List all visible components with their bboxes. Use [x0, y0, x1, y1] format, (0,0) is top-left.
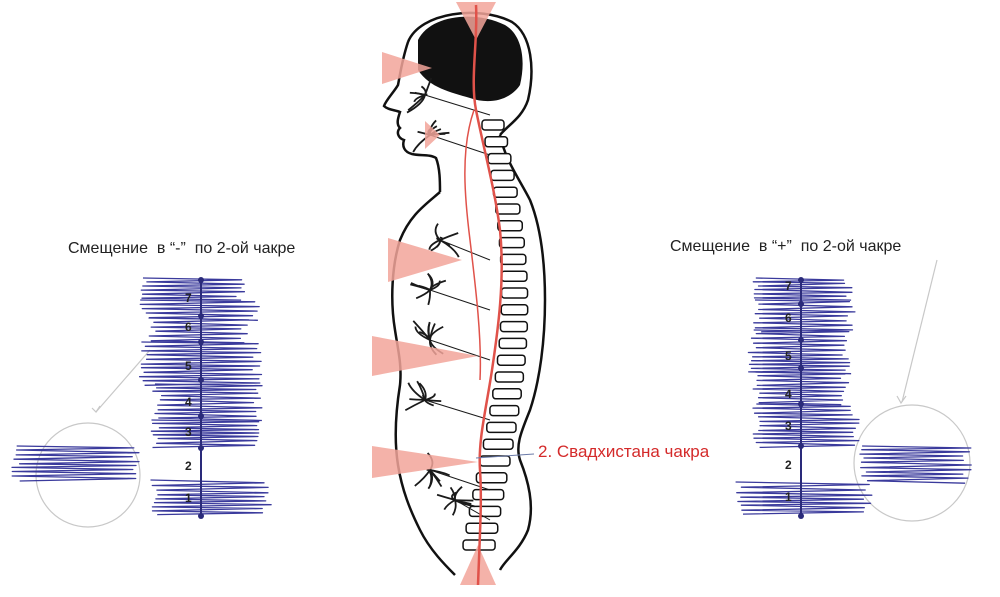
chakra-number: 5	[785, 349, 792, 363]
chakra-number: 3	[785, 419, 792, 433]
chakra-dot	[198, 413, 204, 419]
vertebra	[483, 439, 513, 449]
vertebra	[502, 288, 528, 298]
vertebra	[485, 137, 507, 147]
vertebrae-group	[463, 120, 528, 550]
chakra-number: 1	[785, 490, 792, 504]
scribble-band	[736, 482, 872, 514]
magnifier-pointer	[96, 350, 150, 412]
vertebra	[482, 120, 504, 130]
chakra-number: 2	[785, 458, 792, 472]
chakra-dot	[198, 513, 204, 519]
vertebra	[498, 221, 522, 231]
nerve-link	[425, 400, 490, 420]
vertebra	[501, 305, 527, 315]
vertebra	[494, 187, 518, 197]
vertebra	[501, 271, 527, 281]
scribble-band	[141, 278, 244, 300]
nerve-link	[430, 290, 490, 310]
chakra-number: 7	[785, 279, 792, 293]
vertebra	[488, 154, 511, 164]
vertebra	[490, 406, 519, 416]
vertebra	[473, 490, 504, 500]
chakra-dot	[798, 301, 804, 307]
nerve-branch	[453, 500, 456, 515]
chakra-dot	[198, 313, 204, 319]
chakra-number: 4	[785, 387, 792, 401]
vertebra	[498, 355, 526, 365]
chakra-dot	[798, 337, 804, 343]
chakra-dot	[798, 401, 804, 407]
magnifier-pointer	[902, 260, 937, 402]
scribble-band	[12, 446, 139, 481]
scribble-band	[860, 446, 971, 483]
brain-shape	[418, 17, 523, 102]
human-figure	[372, 2, 545, 585]
chakra-number: 6	[185, 320, 192, 334]
nerve-branch	[444, 500, 455, 510]
chakra-number: 4	[185, 395, 192, 409]
chakra-dot	[798, 365, 804, 371]
chakra-dot	[198, 445, 204, 451]
chakra-number: 5	[185, 359, 192, 373]
vertebra	[501, 254, 526, 264]
right-caption: Смещение в “+” по 2-ой чакре	[670, 238, 901, 256]
left-chakra-chart: 7 6 5 4 3 2 1	[12, 277, 271, 527]
nerve-branch	[410, 93, 425, 95]
vertebra	[500, 322, 527, 332]
chakra-dot	[798, 513, 804, 519]
chakra-number: 6	[785, 311, 792, 325]
chakra-dot	[198, 277, 204, 283]
front-cone	[372, 446, 478, 478]
nerve-branch	[408, 95, 425, 110]
nerve-branch	[416, 290, 430, 298]
front-cone	[372, 336, 478, 376]
chakra-dot	[198, 339, 204, 345]
chakra-dot	[198, 377, 204, 383]
magnifier-arrow	[897, 396, 906, 403]
vertebra	[499, 338, 526, 348]
chakra-dot	[798, 277, 804, 283]
vertebra	[499, 238, 524, 248]
chakra-number: 3	[185, 425, 192, 439]
vertebra	[487, 422, 516, 432]
scribble-band	[153, 384, 262, 421]
scribble-band	[149, 318, 249, 343]
vertebra	[496, 204, 520, 214]
vertebra	[466, 523, 498, 533]
nerve-branch	[415, 470, 430, 486]
chakra-number: 7	[185, 291, 192, 305]
scribble-band	[753, 404, 859, 447]
nerve-branch	[405, 400, 425, 410]
scribble-band	[754, 300, 855, 332]
scribble-band	[151, 420, 258, 448]
chakra-number: 2	[185, 459, 192, 473]
left-caption: Смещение в “-” по 2-ой чакре	[68, 240, 295, 258]
right-chakra-chart: 7 6 5 4 3 2 1	[736, 260, 972, 521]
chakra-dot	[798, 443, 804, 449]
vertebra	[491, 170, 514, 180]
vertebra	[493, 389, 521, 399]
back-outline	[500, 135, 545, 570]
chakra-number: 1	[185, 491, 192, 505]
vertebra	[495, 372, 523, 382]
svadhisthana-label: 2. Свадхистана чакра	[538, 442, 709, 462]
scribble-band	[151, 480, 272, 515]
